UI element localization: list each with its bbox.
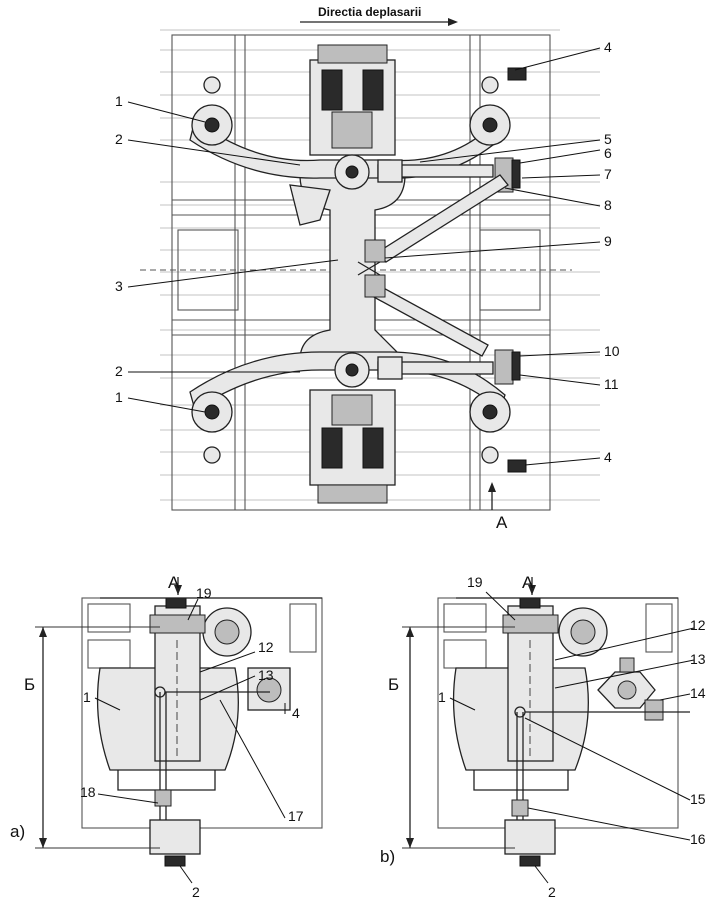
callout-13-b: 13 xyxy=(690,651,706,667)
callout-15-b: 15 xyxy=(690,791,706,807)
callout-2-top: 2 xyxy=(115,131,123,147)
view-mark-a-panel-b: A xyxy=(522,573,534,592)
side-view-a: Б A 19 12 13 1 4 18 17 2 a) xyxy=(10,573,323,900)
callout-1-a: 1 xyxy=(83,689,91,705)
callout-16-b: 16 xyxy=(690,831,706,847)
direction-title: Directia deplasarii xyxy=(318,5,421,19)
top-leaders xyxy=(127,47,601,466)
lower-axle xyxy=(189,349,527,504)
callout-8: 8 xyxy=(604,197,612,213)
callout-19-b: 19 xyxy=(467,574,483,590)
callout-12-a: 12 xyxy=(258,639,274,655)
callout-9: 9 xyxy=(604,233,612,249)
top-callouts: 1 2 3 4 5 6 7 8 9 10 11 2 1 4 xyxy=(115,39,620,465)
dim-b-label-a: Б xyxy=(24,675,35,694)
callout-2-a: 2 xyxy=(192,884,200,900)
callout-14-b: 14 xyxy=(690,685,706,701)
callout-19-a: 19 xyxy=(196,585,212,601)
panel-label-a: a) xyxy=(10,822,25,841)
callout-2-bottom: 2 xyxy=(115,363,123,379)
side-view-b: Б A 19 12 13 14 1 15 16 2 b) xyxy=(380,573,706,900)
callout-4-bottom: 4 xyxy=(604,449,612,465)
dim-b-label-b: Б xyxy=(388,675,399,694)
panel-label-b: b) xyxy=(380,847,395,866)
callout-1-top: 1 xyxy=(115,93,123,109)
callout-7: 7 xyxy=(604,166,612,182)
callout-3: 3 xyxy=(115,278,123,294)
direction-arrow: Directia deplasarii xyxy=(300,5,458,26)
upper-axle xyxy=(189,44,527,226)
callout-12-b: 12 xyxy=(690,617,706,633)
top-view: Directia deplasarii xyxy=(115,5,620,532)
callout-4-top: 4 xyxy=(604,39,612,55)
callout-1-b: 1 xyxy=(438,689,446,705)
callout-2-b: 2 xyxy=(548,884,556,900)
view-arrow-a: A xyxy=(488,482,508,532)
callout-13-a: 13 xyxy=(258,667,274,683)
view-mark-a-panel-a: A xyxy=(168,573,180,592)
callout-6: 6 xyxy=(604,145,612,161)
diagonal-rods xyxy=(357,174,509,357)
callout-5: 5 xyxy=(604,131,612,147)
callout-1-bottom: 1 xyxy=(115,389,123,405)
callout-17-a: 17 xyxy=(288,808,304,824)
callout-18-a: 18 xyxy=(80,784,96,800)
callout-11: 11 xyxy=(604,376,619,392)
callout-4-a: 4 xyxy=(292,705,300,721)
view-mark-a: A xyxy=(496,513,508,532)
callout-10: 10 xyxy=(604,343,620,359)
